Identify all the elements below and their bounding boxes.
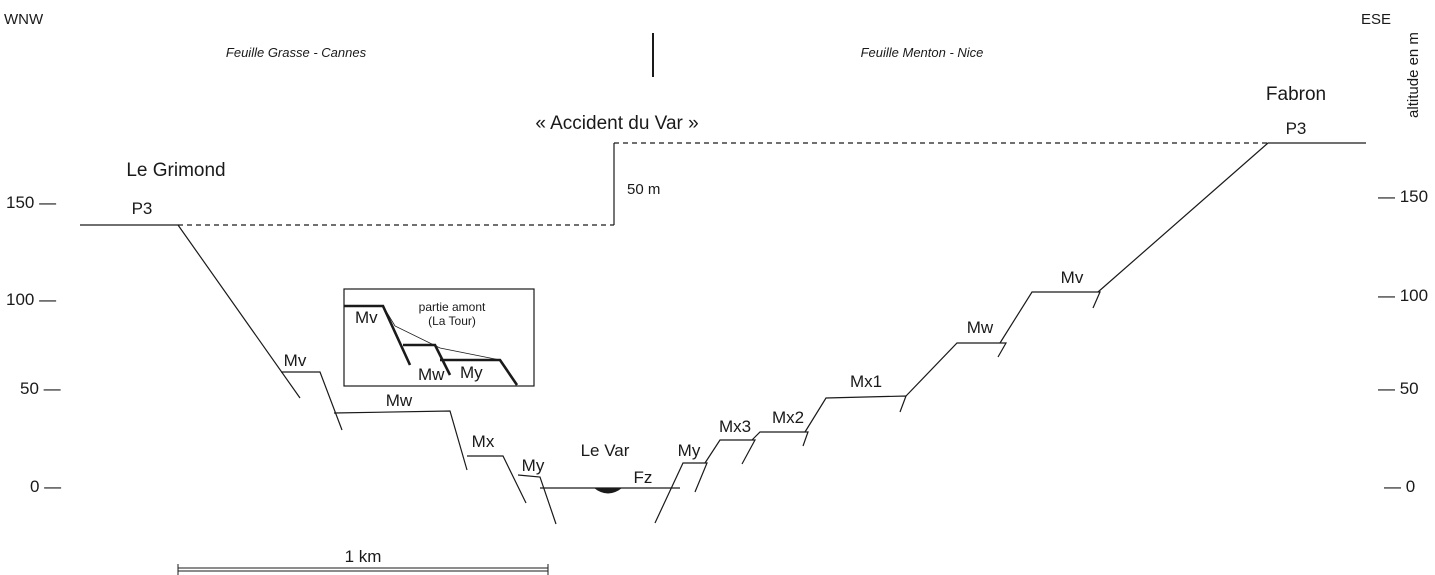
sheet-name-east: Feuille Menton - Nice xyxy=(861,45,984,60)
left-tick-100: 100 — xyxy=(6,290,56,309)
inset-label-mw: Mw xyxy=(418,365,445,384)
sheet-name-west: Feuille Grasse - Cannes xyxy=(226,45,367,60)
fault-offset-label: 50 m xyxy=(627,181,660,198)
altitude-axis-title: altitude en m xyxy=(1405,32,1422,118)
label-mw-east: Mw xyxy=(967,318,994,337)
profile-west-mw-terrace xyxy=(334,411,467,470)
label-fz: Fz xyxy=(634,468,653,487)
river-channel xyxy=(594,488,622,494)
label-p3-west: P3 xyxy=(132,199,153,218)
label-my-west: My xyxy=(522,456,545,475)
inset-title-line2: (La Tour) xyxy=(428,314,476,328)
left-tick-0: 0 — xyxy=(30,477,61,496)
label-p3-east: P3 xyxy=(1286,119,1307,138)
profile-east-slope-plateau xyxy=(1098,143,1366,292)
right-tick-50: — 50 xyxy=(1378,379,1419,398)
right-tick-100: — 100 xyxy=(1378,286,1428,305)
profile-west-plateau-scarp xyxy=(80,225,300,398)
profile-west-mv-terrace xyxy=(281,372,342,430)
scale-bar: 1 km xyxy=(178,547,548,575)
label-mx3: Mx3 xyxy=(719,417,751,436)
fault-label: « Accident du Var » xyxy=(535,113,698,134)
place-east: Fabron xyxy=(1266,84,1326,105)
inset-title-line1: partie amont xyxy=(419,300,486,314)
inset-label-my: My xyxy=(460,363,483,382)
left-tick-50: 50 — xyxy=(20,379,61,398)
valley-profile xyxy=(80,143,1366,524)
label-mx1: Mx1 xyxy=(850,372,882,391)
right-tick-150: — 150 xyxy=(1378,187,1428,206)
left-tick-150: 150 — xyxy=(6,193,56,212)
label-mv-west: Mv xyxy=(284,351,307,370)
label-mv-east: Mv xyxy=(1061,268,1084,287)
place-west: Le Grimond xyxy=(126,160,225,181)
inset-upstream-profile: partie amont (La Tour) Mv Mw My xyxy=(344,289,534,386)
label-my-east: My xyxy=(678,441,701,460)
profile-east-mx3-terrace xyxy=(705,440,755,464)
place-river: Le Var xyxy=(581,441,630,460)
profile-east-mx1-terrace xyxy=(805,396,906,432)
profile-east-mv-terrace xyxy=(1000,292,1100,343)
right-tick-0: — 0 xyxy=(1384,477,1415,496)
label-mx2: Mx2 xyxy=(772,408,804,427)
orientation-west-label: WNW xyxy=(4,11,44,28)
label-mx-west: Mx xyxy=(472,432,495,451)
inset-label-mv: Mv xyxy=(355,308,378,327)
profile-east-mx2-terrace xyxy=(752,432,808,446)
profile-east-mw-terrace xyxy=(906,343,1006,396)
orientation-east-label: ESE xyxy=(1361,11,1391,28)
profile-west-mx-terrace xyxy=(467,456,526,503)
scale-bar-label: 1 km xyxy=(345,547,382,566)
profile-east-my-scarp xyxy=(655,463,707,523)
label-mw-west: Mw xyxy=(386,391,413,410)
